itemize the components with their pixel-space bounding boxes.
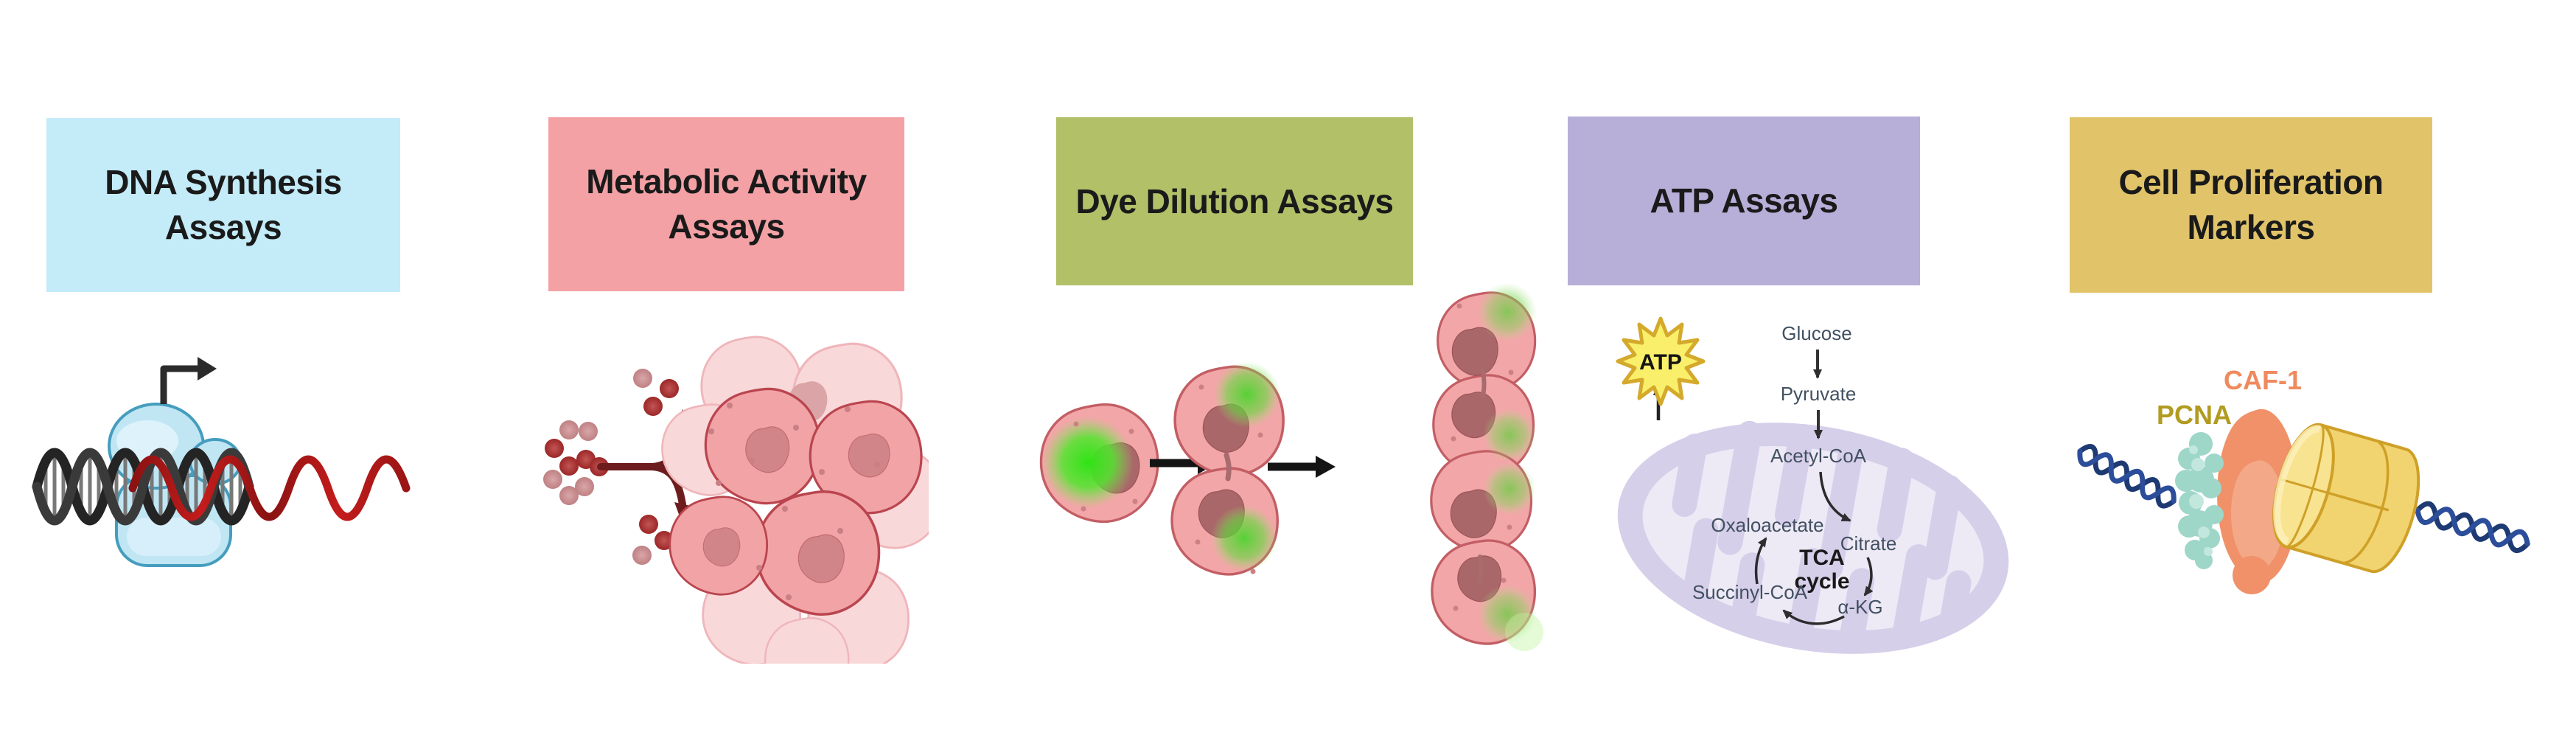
labeled-cell-generation-1 bbox=[1039, 403, 1159, 524]
atp-assay-illustration: ATP Glucose Pyruvate Acetyl-CoA Oxaloace… bbox=[1616, 316, 2009, 654]
header-title: Dye Dilution Assays bbox=[1075, 181, 1394, 220]
mitochondrion bbox=[1617, 420, 2009, 654]
atp-burst-icon: ATP bbox=[1616, 316, 1706, 406]
header-title: Metabolic Activity Assays bbox=[586, 162, 867, 246]
alpha-kg-label: α-KG bbox=[1837, 596, 1882, 618]
dna-helix-left bbox=[2077, 444, 2177, 509]
header-atp-assays: ATP Assays bbox=[1568, 117, 1920, 285]
caf1-label: CAF-1 bbox=[2224, 365, 2302, 395]
succinyl-coa-label: Succinyl-CoA bbox=[1692, 581, 1808, 603]
header-dna-synthesis: DNA Synthesis Assays bbox=[46, 118, 400, 292]
dna-synthesis-illustration bbox=[32, 357, 411, 567]
pyruvate-label: Pyruvate bbox=[1781, 383, 1857, 405]
tca-cycle-arrows bbox=[1754, 537, 1874, 625]
metabolic-activity-illustration bbox=[543, 336, 929, 664]
pcna-label: PCNA bbox=[2157, 400, 2232, 430]
tca-cycle: Oxaloacetate Citrate TCA cycle Succinyl-… bbox=[1692, 514, 1897, 625]
pcna-protein bbox=[2175, 432, 2224, 569]
tca-cycle-label-line2: cycle bbox=[1794, 569, 1849, 594]
caf1-protein bbox=[2217, 409, 2298, 594]
header-title: Cell Proliferation Markers bbox=[2118, 163, 2384, 246]
header-dye-dilution: Dye Dilution Assays bbox=[1056, 117, 1413, 285]
header-title: DNA Synthesis Assays bbox=[105, 163, 342, 246]
header-metabolic-activity: Metabolic Activity Assays bbox=[548, 117, 904, 291]
header-title: ATP Assays bbox=[1650, 181, 1838, 220]
oxaloacetate-label: Oxaloacetate bbox=[1711, 514, 1823, 536]
nucleosome-cylinder bbox=[2272, 423, 2420, 574]
dna-double-helix bbox=[32, 448, 411, 526]
cell-cluster bbox=[661, 336, 929, 664]
glycolysis-pathway: Glucose Pyruvate Acetyl-CoA bbox=[1770, 322, 1867, 522]
proliferation-markers-illustration: PCNA CAF-1 bbox=[2077, 365, 2530, 594]
citrate-label: Citrate bbox=[1840, 532, 1897, 555]
tca-cycle-label-line1: TCA bbox=[1799, 546, 1845, 570]
metabolite-dots bbox=[543, 369, 679, 565]
new-red-strand bbox=[128, 455, 411, 521]
acetyl-coa-label: Acetyl-CoA bbox=[1770, 445, 1867, 467]
transcription-start-arrow-icon bbox=[160, 357, 217, 404]
header-cell-proliferation-markers: Cell Proliferation Markers bbox=[2070, 117, 2432, 293]
dna-helix-right bbox=[2415, 501, 2530, 553]
atp-burst-label: ATP bbox=[1639, 350, 1682, 375]
dividing-cell-generation-2 bbox=[1170, 361, 1285, 576]
dye-dilution-illustration bbox=[1039, 284, 1543, 651]
division-arrow-2-icon bbox=[1268, 456, 1336, 478]
cristae bbox=[1672, 420, 1972, 648]
cell-speckles bbox=[708, 403, 880, 600]
glucose-label: Glucose bbox=[1781, 322, 1851, 344]
cell-chain-generation-3 bbox=[1430, 284, 1543, 651]
